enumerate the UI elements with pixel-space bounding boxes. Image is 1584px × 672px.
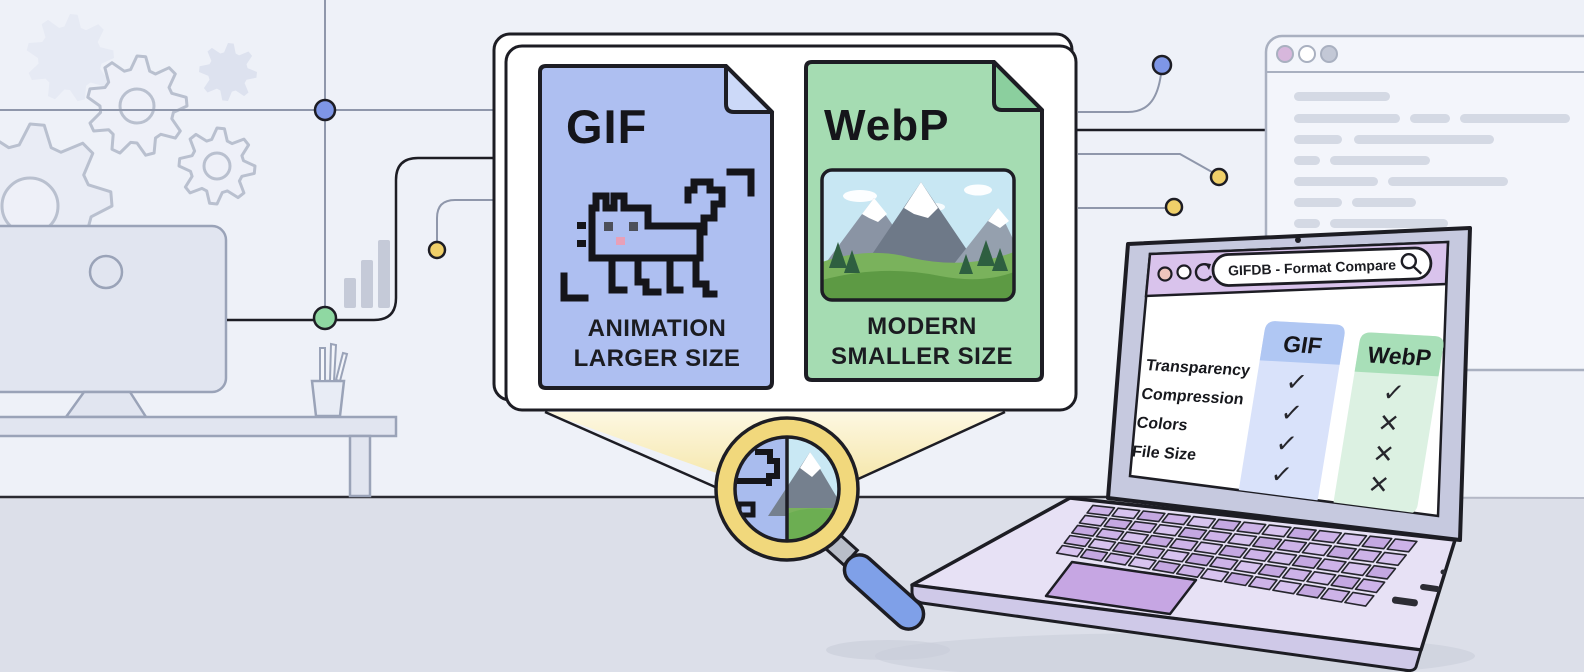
cell-gif-colors: ✓ bbox=[1274, 430, 1299, 459]
laptop-trackpad[interactable] bbox=[1044, 560, 1198, 616]
circuit-nodes bbox=[312, 54, 1229, 331]
cell-gif-compression: ✓ bbox=[1279, 399, 1304, 428]
row-label-colors: Colors bbox=[1135, 414, 1189, 435]
row-label-transparency: Transparency bbox=[1145, 356, 1252, 380]
desk-top bbox=[0, 415, 398, 438]
yellow-node-left bbox=[427, 240, 447, 260]
webp-caption-line1: MODERN bbox=[867, 313, 977, 340]
url-text: GIFDB - Format Compare bbox=[1228, 257, 1397, 279]
cell-webp-compression: ✕ bbox=[1376, 409, 1401, 438]
webcam-dot bbox=[1295, 237, 1301, 243]
cat-eye bbox=[604, 222, 613, 231]
browser-dot-2[interactable] bbox=[1176, 264, 1192, 280]
magnifier-handle bbox=[842, 553, 926, 631]
cell-webp-transparency: ✓ bbox=[1381, 378, 1406, 407]
mountain-photo-icon bbox=[820, 168, 1016, 302]
window-dot-3 bbox=[1320, 45, 1338, 63]
monitor-detail-circle bbox=[88, 254, 124, 290]
window-dot-1 bbox=[1276, 45, 1294, 63]
desk-scene bbox=[0, 224, 398, 498]
table-header-webp: WebP bbox=[1366, 342, 1434, 371]
gif-title: GIF bbox=[566, 100, 647, 153]
url-bar[interactable] bbox=[1211, 246, 1433, 287]
cat-eye bbox=[629, 222, 638, 231]
webp-title: WebP bbox=[824, 101, 949, 150]
webp-file-card: WebP bbox=[804, 60, 1044, 382]
laptop-base-front bbox=[910, 583, 1423, 672]
gif-file-card: GIF ANIMAT bbox=[538, 64, 774, 390]
laptop: GIFDB - Format Compare GIF WebP bbox=[910, 226, 1472, 672]
row-label-filesize: File Size bbox=[1131, 442, 1198, 463]
desk-leg bbox=[348, 434, 372, 498]
wireframe-text-lines bbox=[1294, 92, 1570, 228]
cell-gif-filesize: ✓ bbox=[1269, 460, 1294, 489]
blue-node-right bbox=[1151, 54, 1173, 76]
pine-trees bbox=[829, 240, 1008, 274]
cell-gif-transparency: ✓ bbox=[1284, 368, 1309, 397]
crop-mark-top-right bbox=[726, 168, 755, 197]
laptop-side-ports bbox=[1391, 569, 1446, 607]
desktop-monitor-icon bbox=[0, 224, 228, 394]
cell-webp-colors: ✕ bbox=[1371, 440, 1396, 469]
magnifying-glass-icon bbox=[714, 416, 926, 631]
webp-fold-corner bbox=[992, 60, 1044, 112]
row-label-compression: Compression bbox=[1140, 385, 1245, 409]
refresh-icon[interactable] bbox=[1194, 263, 1213, 282]
table-col-gif: GIF bbox=[1237, 321, 1345, 509]
crop-mark-bottom-left bbox=[560, 272, 589, 302]
comparison-card: GIF ANIMAT bbox=[492, 32, 1078, 412]
table-cell-marks: ✓ ✓ ✓ ✓ ✓ ✕ ✕ ✕ bbox=[1269, 368, 1406, 500]
search-icon[interactable] bbox=[1400, 252, 1423, 275]
yellow-node-right-2 bbox=[1164, 197, 1184, 217]
gif-fold-corner bbox=[724, 64, 774, 114]
table-col-webp: WebP bbox=[1333, 332, 1444, 515]
pens bbox=[319, 342, 349, 383]
circuit-lines-grey bbox=[0, 0, 1213, 318]
bar-chart-icon bbox=[344, 240, 390, 308]
green-node bbox=[312, 305, 338, 331]
comparison-table: GIF WebP Transparency Compression Colors… bbox=[1131, 321, 1444, 515]
browser-dot-1[interactable] bbox=[1157, 266, 1173, 282]
url-pill-group: GIFDB - Format Compare bbox=[1211, 246, 1433, 287]
cell-webp-filesize: ✕ bbox=[1366, 471, 1391, 500]
window-dot-2 bbox=[1298, 45, 1316, 63]
gif-caption-line2: LARGER SIZE bbox=[574, 345, 741, 372]
yellow-node-right-1 bbox=[1209, 167, 1229, 187]
pixel-cat-icon bbox=[560, 168, 755, 302]
table-header-gif: GIF bbox=[1281, 331, 1323, 359]
pen-cup bbox=[310, 379, 346, 418]
webp-caption-line2: SMALLER SIZE bbox=[831, 343, 1013, 370]
table-row-labels: Transparency Compression Colors File Siz… bbox=[1131, 356, 1252, 464]
laptop-keyboard[interactable] bbox=[1055, 504, 1418, 607]
blue-node bbox=[313, 98, 337, 122]
cat-nose bbox=[616, 237, 625, 245]
gif-caption-line1: ANIMATION bbox=[588, 315, 727, 342]
